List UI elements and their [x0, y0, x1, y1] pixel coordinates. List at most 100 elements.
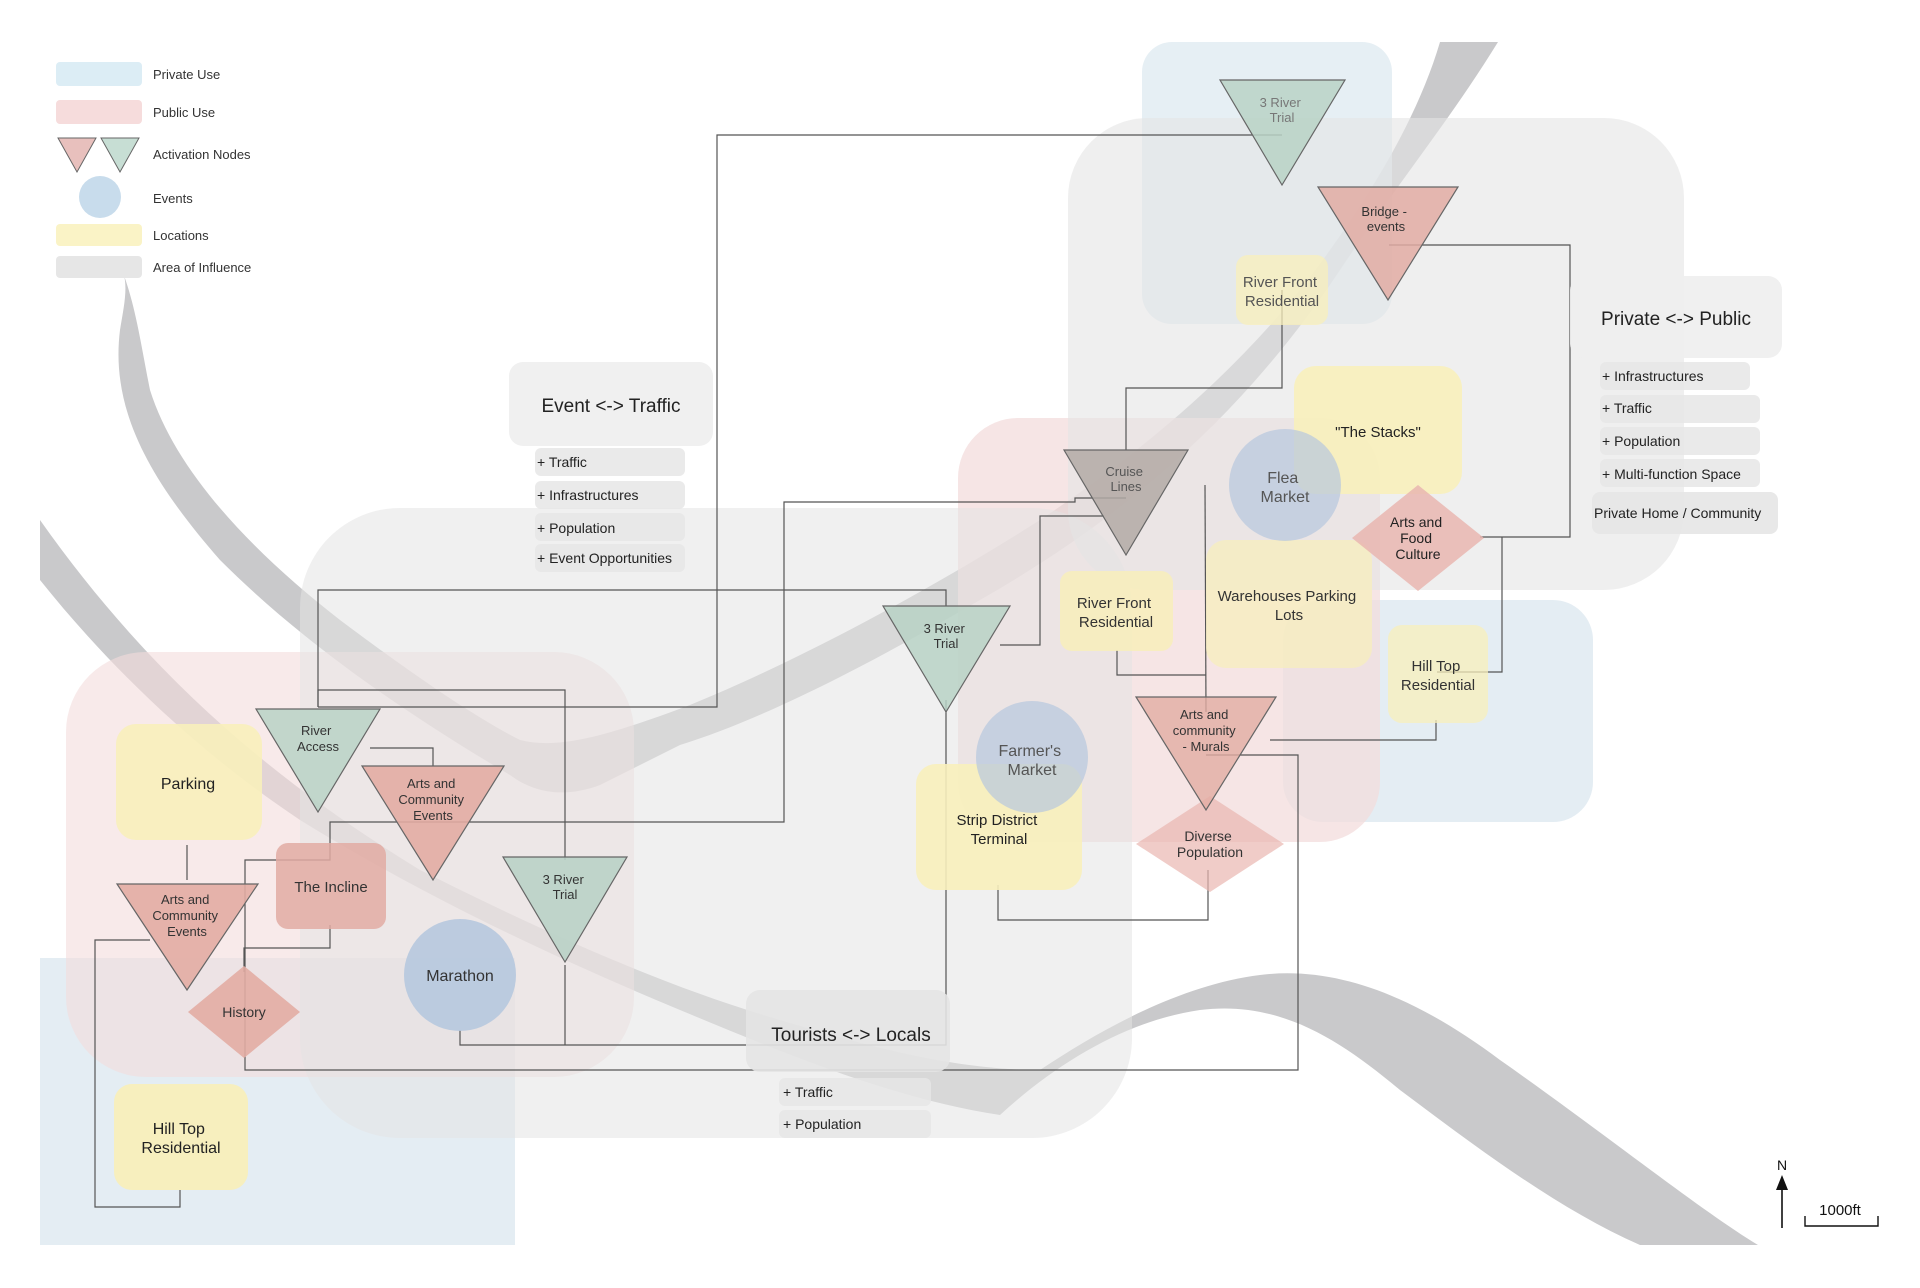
callout-item-box — [1600, 395, 1760, 423]
legend-item-public-use: Public Use — [56, 100, 215, 124]
callout-item-box — [779, 1110, 931, 1138]
legend-triangle-red — [57, 137, 97, 174]
north-label: N — [1777, 1157, 1787, 1173]
location-label: River Front Residential — [1077, 595, 1155, 631]
event-label: Farmer's Market — [998, 743, 1065, 779]
legend-label: Events — [153, 191, 193, 206]
location-label: Warehouses Parking Lots — [1218, 588, 1361, 624]
event-circle — [404, 919, 516, 1031]
diamond-label: Arts and Food Culture — [1390, 514, 1446, 562]
connector — [997, 870, 1209, 921]
diamond-shape — [1352, 485, 1484, 591]
location-label: The Incline — [294, 879, 367, 896]
diamond-shape — [188, 966, 300, 1058]
legend-item-activation-nodes: Activation Nodes — [57, 137, 251, 174]
event-circle — [1229, 429, 1341, 541]
location-label: Hill Top Residential — [1401, 658, 1475, 694]
node-arts-events-a: Arts and Community Events — [360, 765, 506, 882]
node-trial-top: 3 River Trial — [1218, 79, 1347, 187]
location-label: Strip District Terminal — [956, 812, 1041, 848]
legend-label: Public Use — [153, 105, 215, 120]
legend-swatch — [56, 224, 142, 246]
event-label: Marathon — [426, 968, 494, 985]
legend: Private Use Public Use Activation Nodes … — [56, 62, 251, 278]
event-farmers-market: Farmer's Market — [976, 701, 1088, 813]
event-flea-market: Flea Market — [1229, 429, 1341, 541]
location-label: Hill Top Residential — [141, 1121, 220, 1157]
node-triangle — [254, 708, 382, 814]
node-murals: Arts and community - Murals — [1134, 696, 1278, 812]
callout-title: Tourists <-> Locals — [771, 1025, 930, 1046]
node-label: River Access — [297, 723, 339, 754]
node-triangle — [360, 765, 506, 882]
location-hilltop-left: Hill Top Residential — [114, 1084, 248, 1190]
callout-tourists-locals: Tourists <-> Locals + Traffic + Populati… — [746, 990, 950, 1138]
connector — [370, 747, 434, 766]
callout-item: Private Home / Community — [1594, 505, 1761, 521]
north-arrow: N — [1776, 1157, 1788, 1228]
callout-item-box — [1600, 459, 1760, 487]
connector — [318, 134, 1282, 708]
diamond-food-culture: Arts and Food Culture — [1352, 485, 1484, 591]
callout-item-box — [1600, 427, 1760, 455]
legend-label: Locations — [153, 228, 209, 243]
node-triangle — [115, 883, 260, 992]
callout-item-box — [535, 513, 685, 541]
connector — [1270, 720, 1437, 741]
activation-nodes: 3 River Trial Bridge - events Cruise Lin… — [115, 79, 1460, 992]
node-label: Arts and community - Murals — [1173, 707, 1239, 754]
node-triangle — [1218, 79, 1347, 187]
river-lower — [40, 520, 1758, 1245]
diamond-history: History — [188, 966, 300, 1058]
callout-title: Private <-> Public — [1601, 309, 1751, 330]
node-label: Bridge - events — [1361, 204, 1410, 234]
legend-item-area-of-influence: Area of Influence — [56, 256, 251, 278]
callout-item-box — [779, 1078, 931, 1106]
node-trial-left: 3 River Trial — [501, 856, 629, 964]
legend-label: Private Use — [153, 67, 220, 82]
legend-swatch — [56, 62, 142, 86]
node-trial-center: 3 River Trial — [881, 605, 1012, 714]
events: Flea Market Farmer's Market Marathon — [404, 429, 1341, 1031]
event-circle — [976, 701, 1088, 813]
callout-item-box — [535, 481, 685, 509]
legend-swatch — [56, 256, 142, 278]
diamond-shape — [1136, 796, 1284, 892]
node-arts-events-b: Arts and Community Events — [115, 883, 260, 992]
callout-item-box — [535, 448, 685, 476]
legend-label: Area of Influence — [153, 260, 251, 275]
callout-title-box — [1570, 276, 1782, 358]
event-label: Flea Market — [1261, 470, 1310, 506]
location-shape — [116, 724, 262, 840]
location-hilltop-right: Hill Top Residential — [1388, 625, 1488, 723]
callout-item: + Traffic — [783, 1084, 833, 1100]
node-label: 3 River Trial — [1260, 95, 1305, 125]
node-label: Arts and Community Events — [398, 776, 467, 823]
callout-item-box — [1592, 492, 1778, 534]
location-incline: The Incline — [276, 843, 386, 929]
node-triangle — [501, 856, 629, 964]
diamond-label: Diverse Population — [1177, 828, 1243, 860]
connector — [1116, 650, 1206, 676]
north-arrow-icon — [1776, 1175, 1788, 1190]
location-shape — [1060, 571, 1173, 651]
connector — [94, 939, 181, 1208]
connector — [244, 497, 1299, 1071]
node-label: Cruise Lines — [1105, 464, 1146, 494]
node-triangle — [1134, 696, 1278, 812]
location-riverfront-mid: River Front Residential — [1060, 571, 1173, 651]
callout-title: Event <-> Traffic — [541, 396, 680, 417]
connector — [243, 925, 331, 972]
connector — [1204, 484, 1207, 713]
location-label: "The Stacks" — [1335, 424, 1421, 441]
callout-item: + Infrastructures — [537, 487, 639, 503]
connector-lines — [94, 134, 1571, 1208]
location-shape — [1388, 625, 1488, 723]
scale-bar-line — [1804, 1216, 1879, 1227]
location-shape — [276, 843, 386, 929]
node-cruise-lines: Cruise Lines — [1062, 449, 1190, 557]
location-label: Parking — [161, 776, 215, 793]
locations: River Front Residential "The Stacks" Riv… — [114, 255, 1488, 1190]
legend-item-private-use: Private Use — [56, 62, 220, 86]
